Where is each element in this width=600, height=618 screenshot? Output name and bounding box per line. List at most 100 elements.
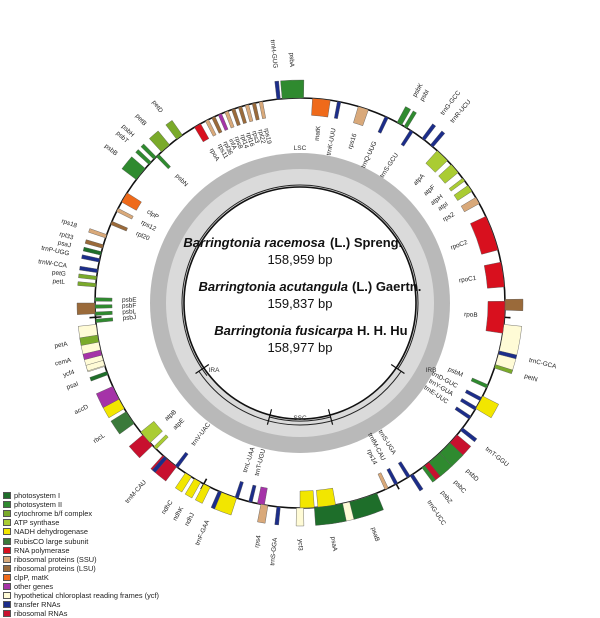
legend-item: transfer RNAs (3, 600, 173, 609)
gene-box-trnQ-UUG (377, 116, 389, 134)
gene-box-rps8 (224, 110, 235, 129)
gene-box-trnG-UCC (409, 473, 424, 492)
gene-box-rpl22 (251, 102, 260, 121)
gene-label-psaB: psaB (369, 526, 380, 542)
legend-item: photosystem II (3, 500, 173, 509)
gene-box-trnV-UAC (174, 451, 189, 469)
gene-box-rps2 (460, 197, 480, 213)
gene-block-ccsA-ssc (257, 486, 268, 506)
region-ira-label: IRA (209, 367, 221, 374)
region-labels: LSC SSC IRA IRB (209, 145, 437, 422)
gene-box-psaI (89, 371, 109, 382)
gene-box-rpl16 (238, 106, 247, 124)
gene-box-petB (149, 130, 170, 153)
legend-swatch (3, 555, 11, 563)
gene-label-matK: matK (314, 125, 323, 141)
legend-label: clpP, matK (14, 572, 49, 582)
gene-box-rpoA (194, 123, 210, 143)
gene-box-ycf4 (85, 360, 106, 372)
gene-box-atpF (438, 164, 459, 184)
gene-box-rps11 (205, 119, 217, 137)
gene-box-trnH-GUG (274, 80, 281, 100)
gene-label-atpE: atpE (172, 417, 186, 431)
species-3-name: Barringtonia fusicarpa (214, 323, 353, 338)
gene-label-psbC: psbC (452, 479, 467, 495)
gene-box-psbF (94, 304, 113, 309)
gene-label-cemA: cemA (54, 357, 72, 368)
region-boundary-tick-1 (390, 364, 405, 374)
legend-swatch (3, 501, 11, 509)
gene-box-rpl20 (110, 220, 128, 232)
legend-label: RubisCO large subunit (14, 536, 89, 546)
legend-label: photosystem I (14, 491, 61, 501)
gene-label-psbZ: psbZ (439, 489, 453, 505)
gene-label-trnS-GCU: trnS-GCU (379, 152, 400, 180)
gene-label-trnK-UUU: trnK-UUU (325, 127, 337, 156)
gene-label-rpl33: rpl33 (58, 231, 74, 242)
gene-box-rpl33 (84, 239, 104, 249)
region-arc-irb (299, 370, 402, 426)
region-boundary-tick-3 (266, 409, 273, 425)
gene-label-trnQ-UUG: trnQ-UUG (360, 140, 379, 169)
gene-box-rpl36 (211, 116, 223, 134)
gene-block-rpl2-irb (504, 298, 524, 311)
gene-box-psbB (121, 156, 146, 180)
legend-item: hypothetical chloroplast reading frames … (3, 591, 173, 600)
gene-block-rpl2-ira (76, 302, 96, 315)
gene-box-psbK (396, 106, 411, 126)
gene-box-trnW-CCA (79, 265, 99, 273)
gene-label-ycf3: ycf3 (296, 539, 303, 551)
gene-label-rps3: rps3 (250, 130, 260, 144)
gene-box-rps18 (88, 228, 108, 239)
species-3-authority: H. H. Hu (357, 323, 408, 338)
region-irb-label: IRB (426, 367, 437, 374)
gene-box-atpI (453, 185, 473, 201)
region-arc-lsc (181, 184, 419, 376)
gene-label-psbL: psbL (122, 308, 137, 316)
gene-label-petL: petL (52, 278, 65, 286)
gene-box-trnG-GCC (421, 123, 437, 141)
gene-box-rbcL (110, 411, 135, 435)
gene-block-ndhH-ssc (299, 490, 315, 509)
legend-swatch (3, 546, 11, 554)
legend-label: hypothetical chloroplast reading frames … (14, 591, 160, 601)
gene-box-rpoC2 (470, 216, 499, 255)
gene-box-psbA (280, 79, 305, 99)
legend-swatch (3, 510, 11, 518)
region-boundary-tick-0 (195, 364, 210, 374)
legend-label: ribosomal RNAs (14, 609, 68, 618)
gene-box-psbN (156, 154, 171, 170)
gene-label-rpoC1: rpoC1 (459, 275, 478, 284)
legend-swatch (3, 537, 11, 545)
gene-box-trnM-CAU (151, 456, 168, 473)
gene-box-petA (79, 334, 100, 346)
gene-label-infA: infA (227, 138, 238, 152)
gene-label-petA: petA (54, 341, 69, 350)
region-boundary-tick-2 (327, 409, 334, 425)
species-3-length: 158,977 bp (267, 340, 332, 355)
region-ssc-label: SSC (293, 415, 307, 422)
gene-label-rpl20: rpl20 (135, 230, 151, 242)
gene-label-rps18: rps18 (61, 218, 79, 230)
center-circle (183, 186, 417, 420)
species-2-name: Barringtonia acutangula (198, 279, 348, 294)
gene-box-psbI (403, 110, 417, 129)
gene-label-rpl22: rpl22 (256, 129, 266, 145)
gene-box-rps16 (353, 106, 369, 127)
legend-label: other genes (14, 581, 54, 591)
gene-box-trnL-UAA (234, 481, 244, 499)
gene-label-atpA: atpA (412, 172, 427, 187)
gene-label-rpl16: rpl16 (244, 132, 255, 148)
gene-box-psaA (314, 503, 347, 526)
legend-item: NADH dehydrogenase (3, 527, 173, 536)
region-arc-ssc (269, 416, 331, 422)
gene-label-ndhJ: ndhJ (184, 512, 197, 528)
region-lsc-label: LSC (294, 145, 307, 152)
gene-label-psaJ: psaJ (57, 239, 72, 249)
legend-label: ribosomal proteins (SSU) (14, 554, 97, 564)
gene-box-trnT-GGU (460, 427, 478, 443)
legend-swatch (3, 528, 11, 536)
gene-label-rpoB: rpoB (464, 311, 478, 319)
gene-box-trnS-GGA (274, 506, 281, 526)
